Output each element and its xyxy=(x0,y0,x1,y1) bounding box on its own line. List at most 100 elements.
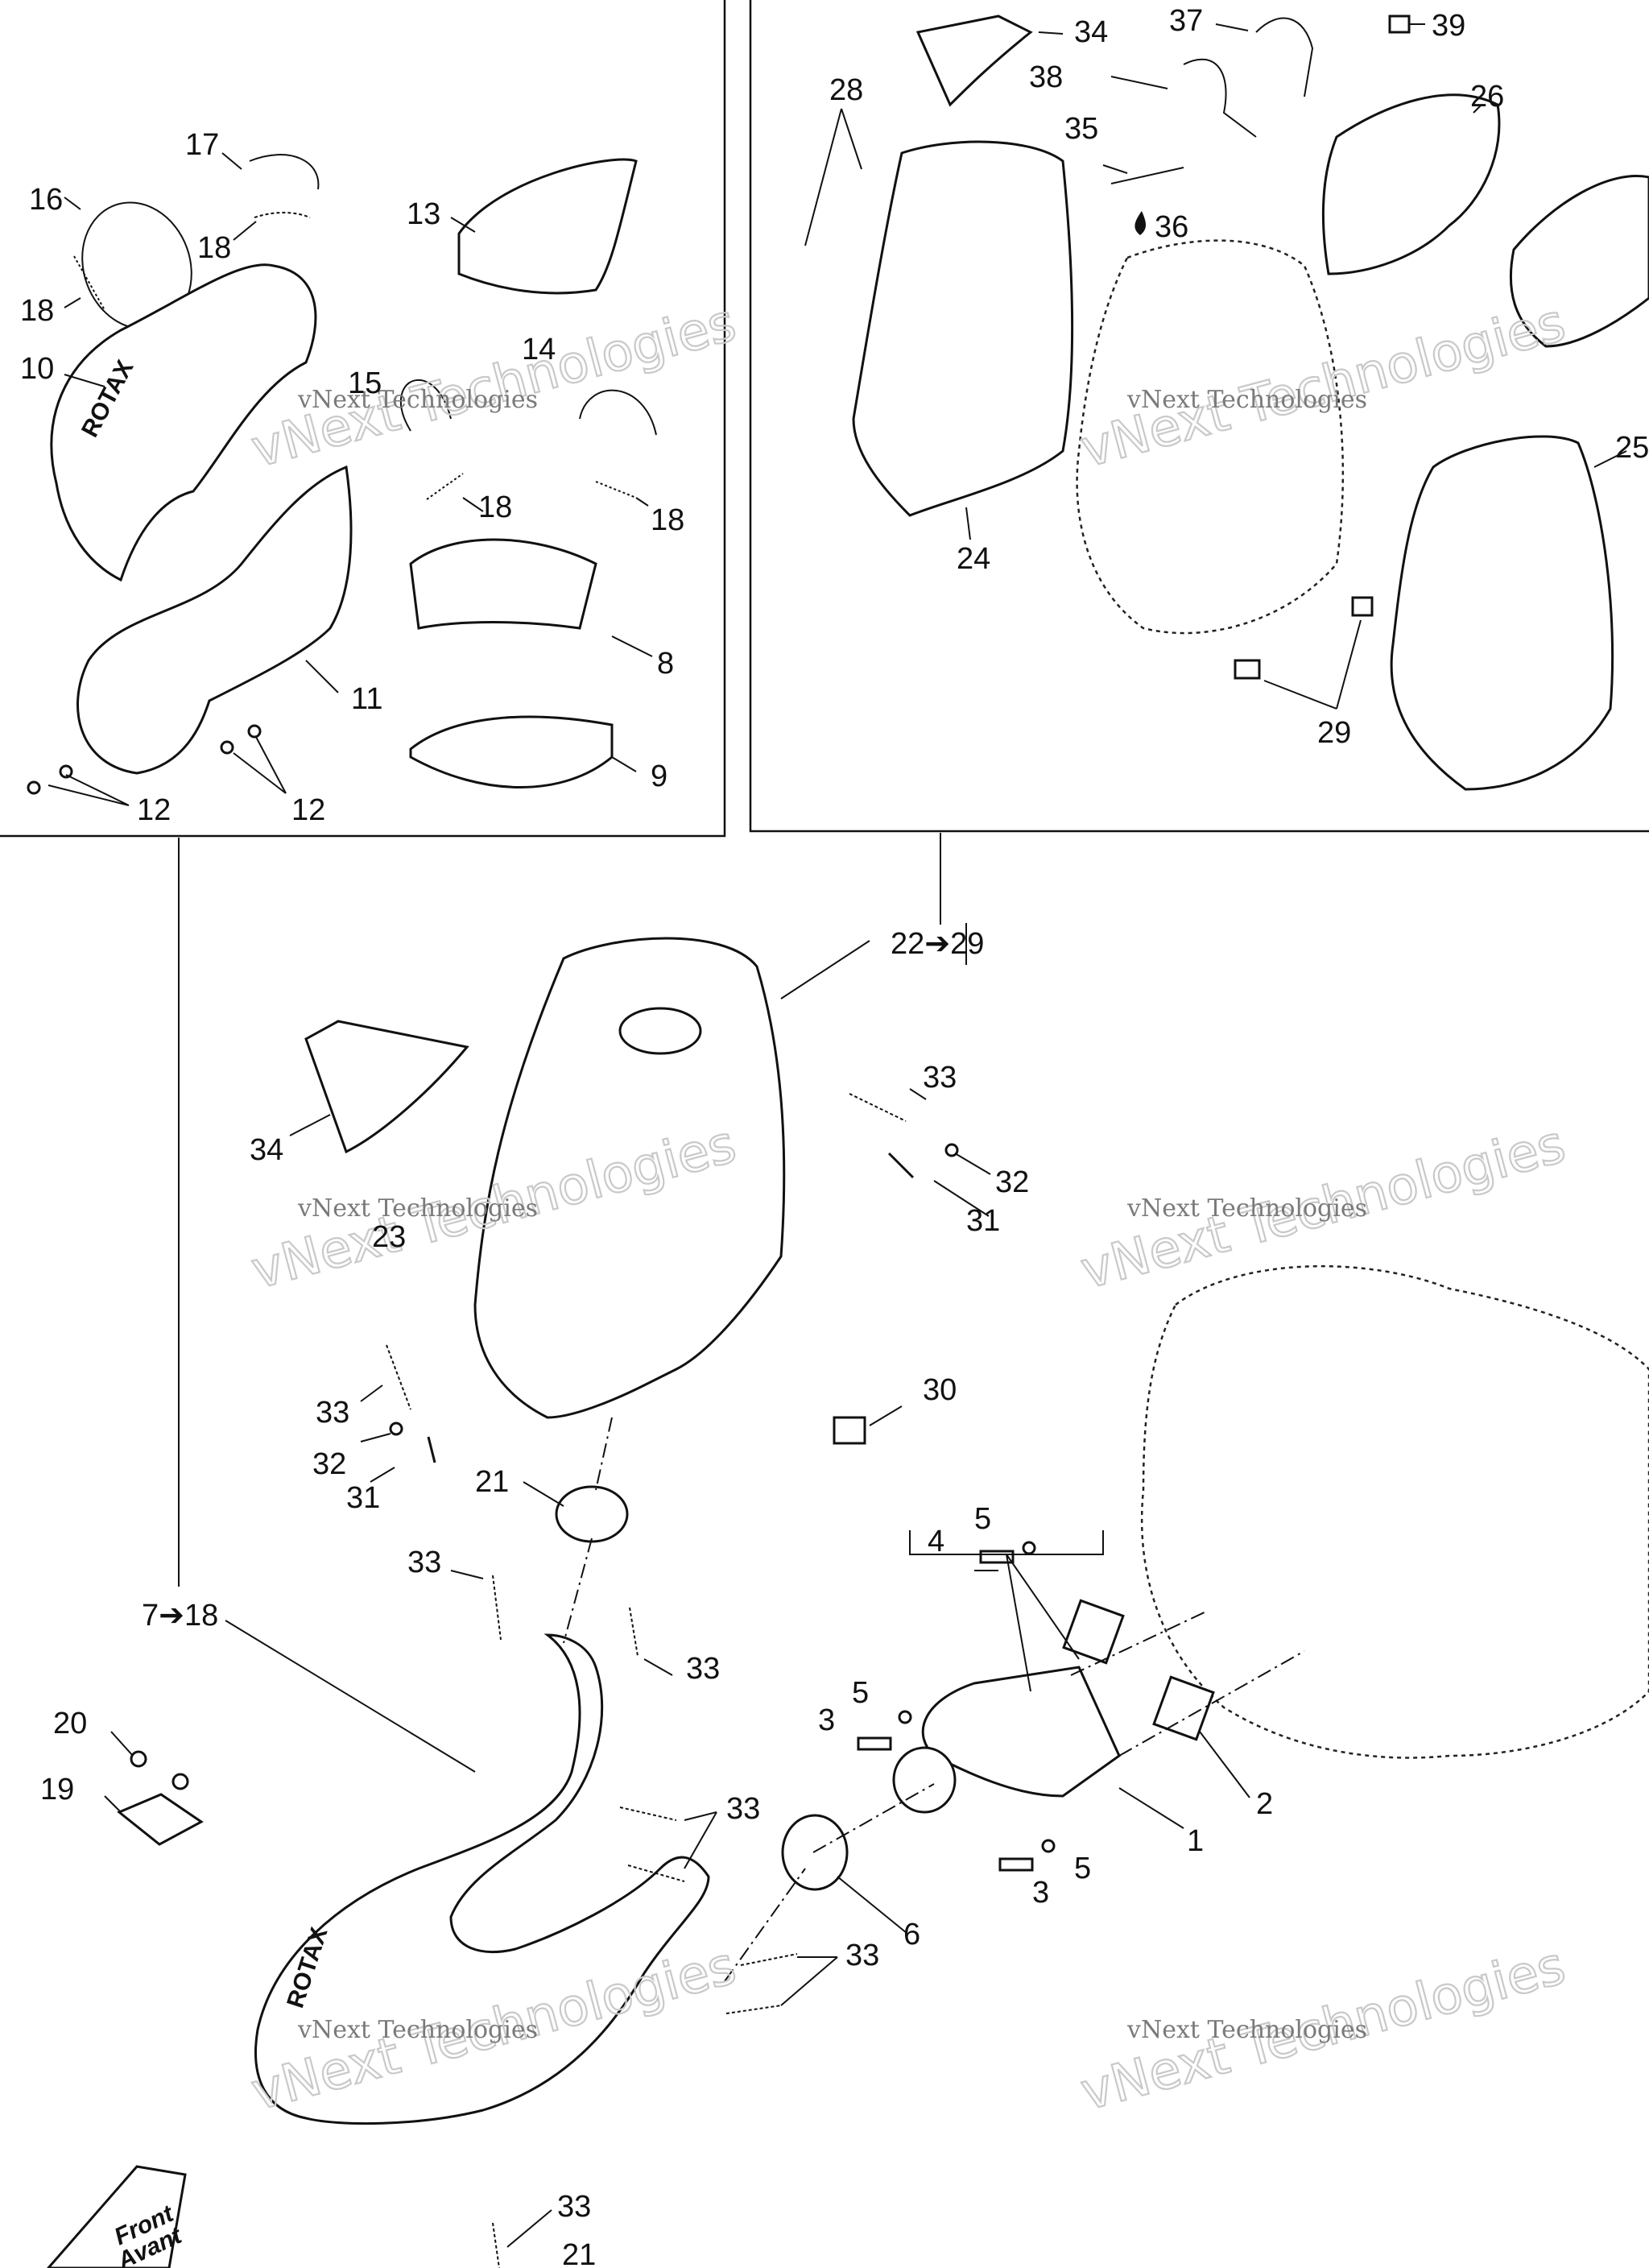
callout-15: 15 xyxy=(348,366,382,400)
leader-20 xyxy=(110,1731,134,1757)
callout-32-b: 32 xyxy=(312,1447,346,1481)
muffler-body-reference xyxy=(1076,239,1345,635)
tuned-pipe-upper-shell-10 xyxy=(50,263,317,582)
bracket-31-left xyxy=(427,1436,436,1463)
callout-13: 13 xyxy=(407,197,440,231)
spring-33-e xyxy=(619,1807,685,1882)
leader-30 xyxy=(869,1405,903,1426)
manifold-outlet xyxy=(892,1746,957,1814)
leader-16 xyxy=(64,197,81,210)
top-right-panel xyxy=(804,14,1649,791)
nut-32-right xyxy=(944,1143,959,1157)
leader-18a xyxy=(233,221,257,241)
callout-32-a: 32 xyxy=(995,1165,1029,1199)
heat-shield-26 xyxy=(1321,93,1501,275)
connector-30 xyxy=(833,1416,866,1445)
spring-33-g xyxy=(492,2222,500,2268)
callout-33-d: 33 xyxy=(686,1652,720,1686)
front-arrow-shape xyxy=(47,2165,187,2268)
spring-33-f xyxy=(725,1953,798,2014)
callout-31-a: 31 xyxy=(966,1204,1000,1238)
washer-5-low xyxy=(1041,1839,1056,1853)
callout-17: 17 xyxy=(185,128,219,162)
leader-34a xyxy=(1038,31,1064,35)
leader-2 xyxy=(1199,1731,1250,1798)
nut-12-c xyxy=(220,740,234,755)
hose-37 xyxy=(1255,17,1314,97)
callout-14: 14 xyxy=(522,333,556,366)
callout-26: 26 xyxy=(1470,80,1504,114)
callout-33-e: 33 xyxy=(726,1792,760,1826)
callout-25: 25 xyxy=(1615,431,1649,465)
leader-33b xyxy=(360,1384,383,1402)
nut-12-a xyxy=(27,780,41,795)
leader-31b xyxy=(370,1467,395,1483)
leader-28 xyxy=(804,108,862,246)
main-assembly: ROTAX xyxy=(104,923,1649,2268)
hose-38 xyxy=(1183,58,1257,138)
leader-10 xyxy=(64,374,105,387)
heat-shield-27 xyxy=(1509,175,1649,348)
bolt-3-upper xyxy=(857,1736,892,1751)
elbow-shield-9 xyxy=(409,715,614,788)
leader-37 xyxy=(1215,23,1249,31)
centerline-pipe xyxy=(724,1868,806,1982)
leader-18c xyxy=(462,497,484,512)
callout-11: 11 xyxy=(351,682,382,716)
tuned-pipe-lower-shell-11 xyxy=(76,465,353,775)
muffler-inlet xyxy=(618,1007,702,1055)
leader-7 xyxy=(225,1620,476,1773)
top-right-panel-frame xyxy=(749,0,1649,833)
spring-33-a xyxy=(849,1093,907,1122)
screw-20-b xyxy=(172,1773,189,1790)
leader-8 xyxy=(611,635,653,657)
screw-20-a xyxy=(130,1750,147,1768)
leader-33d xyxy=(643,1658,673,1676)
callout-18-mid: 18 xyxy=(478,490,512,524)
top-left-panel-frame xyxy=(0,0,726,838)
watermark-small-4: vNext Technologies xyxy=(1126,1194,1367,1223)
callout-16: 16 xyxy=(29,183,63,217)
leader-33c xyxy=(450,1570,484,1579)
leader-29 xyxy=(1263,619,1362,710)
gasket-2-upper xyxy=(1062,1599,1125,1665)
callout-30: 30 xyxy=(923,1373,957,1407)
leader-32b xyxy=(360,1433,391,1442)
leader-32a xyxy=(954,1153,991,1175)
seal-21 xyxy=(555,1485,629,1543)
callout-5-top: 5 xyxy=(974,1502,991,1536)
callout-3-upper: 3 xyxy=(818,1703,835,1737)
spring-33-d xyxy=(629,1607,639,1657)
leader-6 xyxy=(837,1876,907,1934)
callout-9: 9 xyxy=(651,759,667,793)
leader-33f xyxy=(780,1956,838,2006)
callout-18-left: 18 xyxy=(20,294,54,328)
centerline-manifold xyxy=(812,1610,1305,1853)
top-left-panel: ROTAX xyxy=(27,152,657,806)
muffler-assembly-22 xyxy=(473,937,786,1419)
watermark-small-2: vNext Technologies xyxy=(1126,386,1367,414)
callout-35: 35 xyxy=(1064,112,1098,146)
watermark-small-5: vNext Technologies xyxy=(297,2016,538,2044)
leader-18b xyxy=(64,297,81,308)
callout-33-g: 33 xyxy=(557,2190,591,2224)
leader-22 xyxy=(780,940,870,999)
elbow-shield-8 xyxy=(409,538,597,630)
callout-6: 6 xyxy=(903,1918,920,1951)
callout-33-f: 33 xyxy=(845,1939,879,1972)
bracket-19 xyxy=(117,1793,204,1846)
callout-37: 37 xyxy=(1169,4,1203,38)
connector-39 xyxy=(1388,14,1411,34)
gasket-2-lower xyxy=(1152,1675,1215,1741)
callout-4: 4 xyxy=(928,1525,944,1558)
leader-12a xyxy=(48,774,130,806)
callout-labels: 16 17 18 18 13 10 15 14 18 18 8 11 9 12 … xyxy=(20,4,1649,2268)
callout-8: 8 xyxy=(657,647,674,681)
nut-12-d xyxy=(247,724,262,739)
callout-12-a: 12 xyxy=(137,793,171,827)
callout-7-18: 7➔18 xyxy=(142,1599,218,1633)
spring-18-upper xyxy=(254,212,311,218)
bracket-31-right xyxy=(887,1152,915,1179)
callout-28: 28 xyxy=(829,73,863,107)
callout-39: 39 xyxy=(1432,9,1465,43)
